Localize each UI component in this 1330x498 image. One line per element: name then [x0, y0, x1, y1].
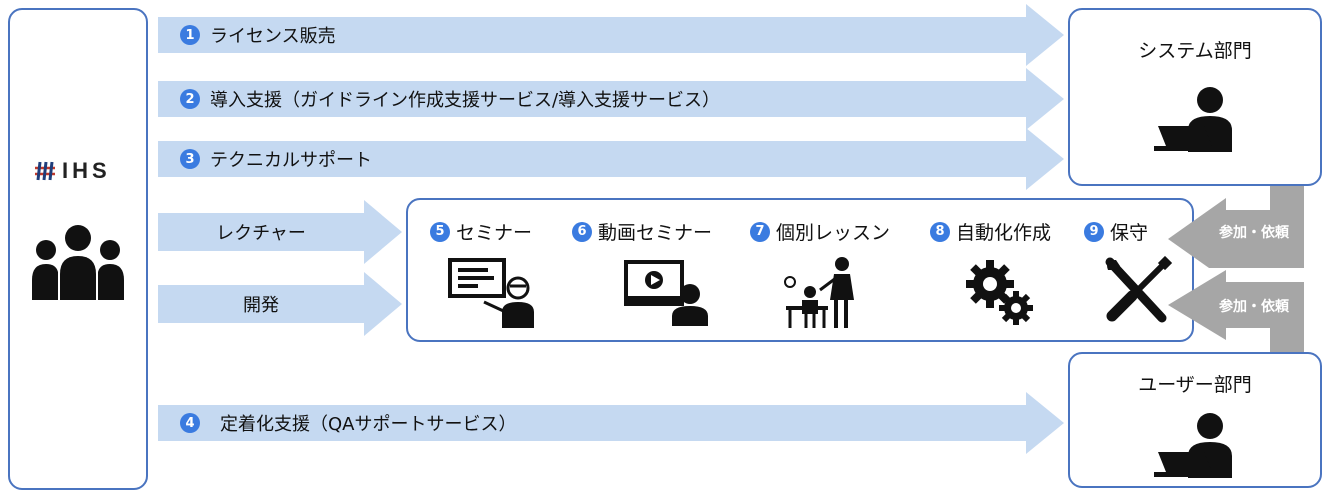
- flow-label-tech-support: テクニカルサポート: [210, 150, 372, 171]
- service-automation: 8 自動化作成: [930, 218, 1051, 245]
- badge-4: 4: [180, 413, 200, 433]
- flow-label-adoption-support: 定着化支援（QAサポートサービス）: [220, 414, 517, 435]
- ihs-box: IHS: [8, 8, 148, 490]
- participation-label-user: 参加・依頼: [1219, 299, 1289, 315]
- tools-icon: [1105, 256, 1172, 323]
- system-dept-title: システム部門: [1138, 40, 1252, 62]
- ihs-logo-text: IHS: [62, 158, 111, 183]
- user-dept-title: ユーザー部門: [1138, 374, 1252, 396]
- badge-7: 7: [750, 221, 770, 242]
- service-video-seminar: 6 動画セミナー: [572, 218, 712, 245]
- participation-arrow-system-shape: [1168, 170, 1304, 280]
- person-at-computer-icon: [1154, 413, 1232, 478]
- flow-arrow-tech-support: 3 テクニカルサポート: [158, 128, 1064, 190]
- badge-2: 2: [180, 89, 200, 109]
- flow-arrow-adoption-support: 4 定着化支援（QAサポートサービス）: [158, 392, 1064, 454]
- participation-arrow-system: 参加・依頼: [1168, 170, 1304, 280]
- participation-arrow-user: 参加・依頼: [1168, 270, 1304, 366]
- ihs-logo: IHS: [32, 158, 111, 184]
- service-label-maintenance: 保守: [1110, 222, 1149, 244]
- system-dept-box: システム部門: [1068, 8, 1322, 186]
- flow-label-license: ライセンス販売: [210, 26, 336, 47]
- input-arrow-lecture: レクチャー: [158, 200, 402, 264]
- tutoring-icon: [784, 257, 854, 328]
- people-group-icon: [32, 225, 124, 300]
- service-seminar: 5 セミナー: [430, 218, 532, 245]
- badge-6: 6: [572, 221, 592, 242]
- service-maintenance: 9 保守: [1084, 218, 1148, 245]
- gears-icon: [966, 260, 1033, 325]
- participation-arrow-user-shape: [1168, 270, 1304, 366]
- service-label-video-seminar: 動画セミナー: [598, 222, 713, 244]
- input-label-lecture: レクチャー: [216, 223, 306, 244]
- badge-1: 1: [180, 25, 200, 45]
- service-private-lesson: 7 個別レッスン: [750, 218, 890, 245]
- service-label-private-lesson: 個別レッスン: [776, 222, 891, 244]
- video-lesson-icon: [624, 260, 708, 326]
- badge-5: 5: [430, 221, 450, 242]
- badge-8: 8: [930, 221, 950, 242]
- input-arrow-development: 開発: [158, 272, 402, 336]
- presentation-icon: [448, 258, 534, 328]
- service-label-automation: 自動化作成: [956, 222, 1052, 244]
- input-label-development: 開発: [243, 295, 279, 316]
- user-dept-box: ユーザー部門: [1068, 352, 1322, 488]
- flow-arrow-intro-support: 2 導入支援（ガイドライン作成支援サービス/導入支援サービス）: [158, 68, 1064, 130]
- flow-arrow-license: 1 ライセンス販売: [158, 4, 1064, 66]
- ihs-logo-mark: [35, 161, 55, 181]
- flow-label-intro-support: 導入支援（ガイドライン作成支援サービス/導入支援サービス）: [210, 90, 721, 111]
- service-label-seminar: セミナー: [456, 222, 533, 244]
- participation-label-system: 参加・依頼: [1219, 225, 1289, 241]
- badge-3: 3: [180, 149, 200, 169]
- person-at-computer-icon: [1154, 87, 1232, 152]
- badge-9: 9: [1084, 221, 1104, 242]
- services-box: 5 セミナー 6 動画セミナー 7 個別レッスン 8 自動化作成 9 保守: [406, 198, 1194, 342]
